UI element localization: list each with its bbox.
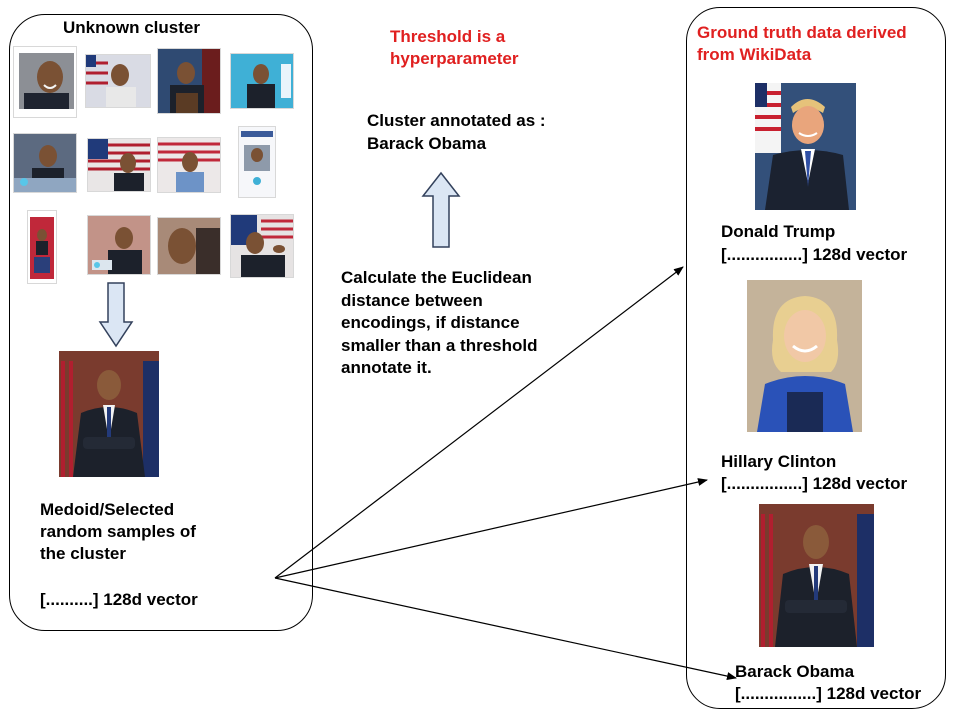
connector-arrow-obama	[274, 577, 737, 681]
medoid-line-2: random samples of	[40, 522, 196, 541]
ground-truth-title-line-2: from WikiData	[697, 45, 812, 64]
cluster-thumbnail	[157, 48, 221, 114]
cluster-thumbnail	[27, 210, 57, 284]
cluster-thumbnail	[238, 126, 276, 198]
person-vector: [................] 128d vector	[721, 474, 908, 493]
cluster-thumbnail	[87, 138, 151, 192]
annotated-line-2: Barack Obama	[367, 134, 487, 153]
person-name: Donald Trump	[721, 222, 836, 241]
connector-arrow-clinton	[274, 478, 708, 579]
barack-obama-photo	[759, 504, 874, 647]
medoid-vector: [..........] 128d vector	[40, 590, 198, 609]
calc-line-4: smaller than a threshold	[341, 336, 538, 355]
cluster-thumbnail	[157, 137, 221, 193]
person-vector: [................] 128d vector	[735, 684, 922, 703]
calc-line-1: Calculate the Euclidean	[341, 268, 532, 287]
cluster-thumbnail	[85, 54, 151, 108]
ground-truth-title-line-1: Ground truth data derived	[697, 23, 907, 42]
annotated-line-1: Cluster annotated as :	[367, 111, 546, 130]
calc-line-2: distance between	[341, 291, 483, 310]
threshold-line-1: Threshold is a	[390, 27, 506, 46]
person-name: Barack Obama	[735, 662, 855, 681]
cluster-thumbnail	[87, 215, 151, 275]
medoid-line-1: Medoid/Selected	[40, 500, 175, 519]
hillary-clinton-photo	[747, 280, 862, 432]
cluster-thumbnail	[230, 53, 294, 109]
medoid-line-3: the cluster	[40, 544, 126, 563]
up-arrow	[421, 171, 461, 248]
person-name: Hillary Clinton	[721, 452, 837, 471]
unknown-cluster-title: Unknown cluster	[63, 18, 200, 37]
calc-line-5: annotate it.	[341, 358, 432, 377]
cluster-thumbnail	[157, 217, 221, 275]
donald-trump-photo	[755, 83, 856, 210]
cluster-thumbnail	[13, 46, 77, 118]
calc-line-3: encodings, if distance	[341, 313, 520, 332]
person-vector: [................] 128d vector	[721, 245, 908, 264]
cluster-thumbnail	[230, 214, 294, 278]
threshold-line-2: hyperparameter	[390, 49, 519, 68]
medoid-photo	[59, 351, 159, 477]
cluster-thumbnail	[13, 133, 77, 193]
